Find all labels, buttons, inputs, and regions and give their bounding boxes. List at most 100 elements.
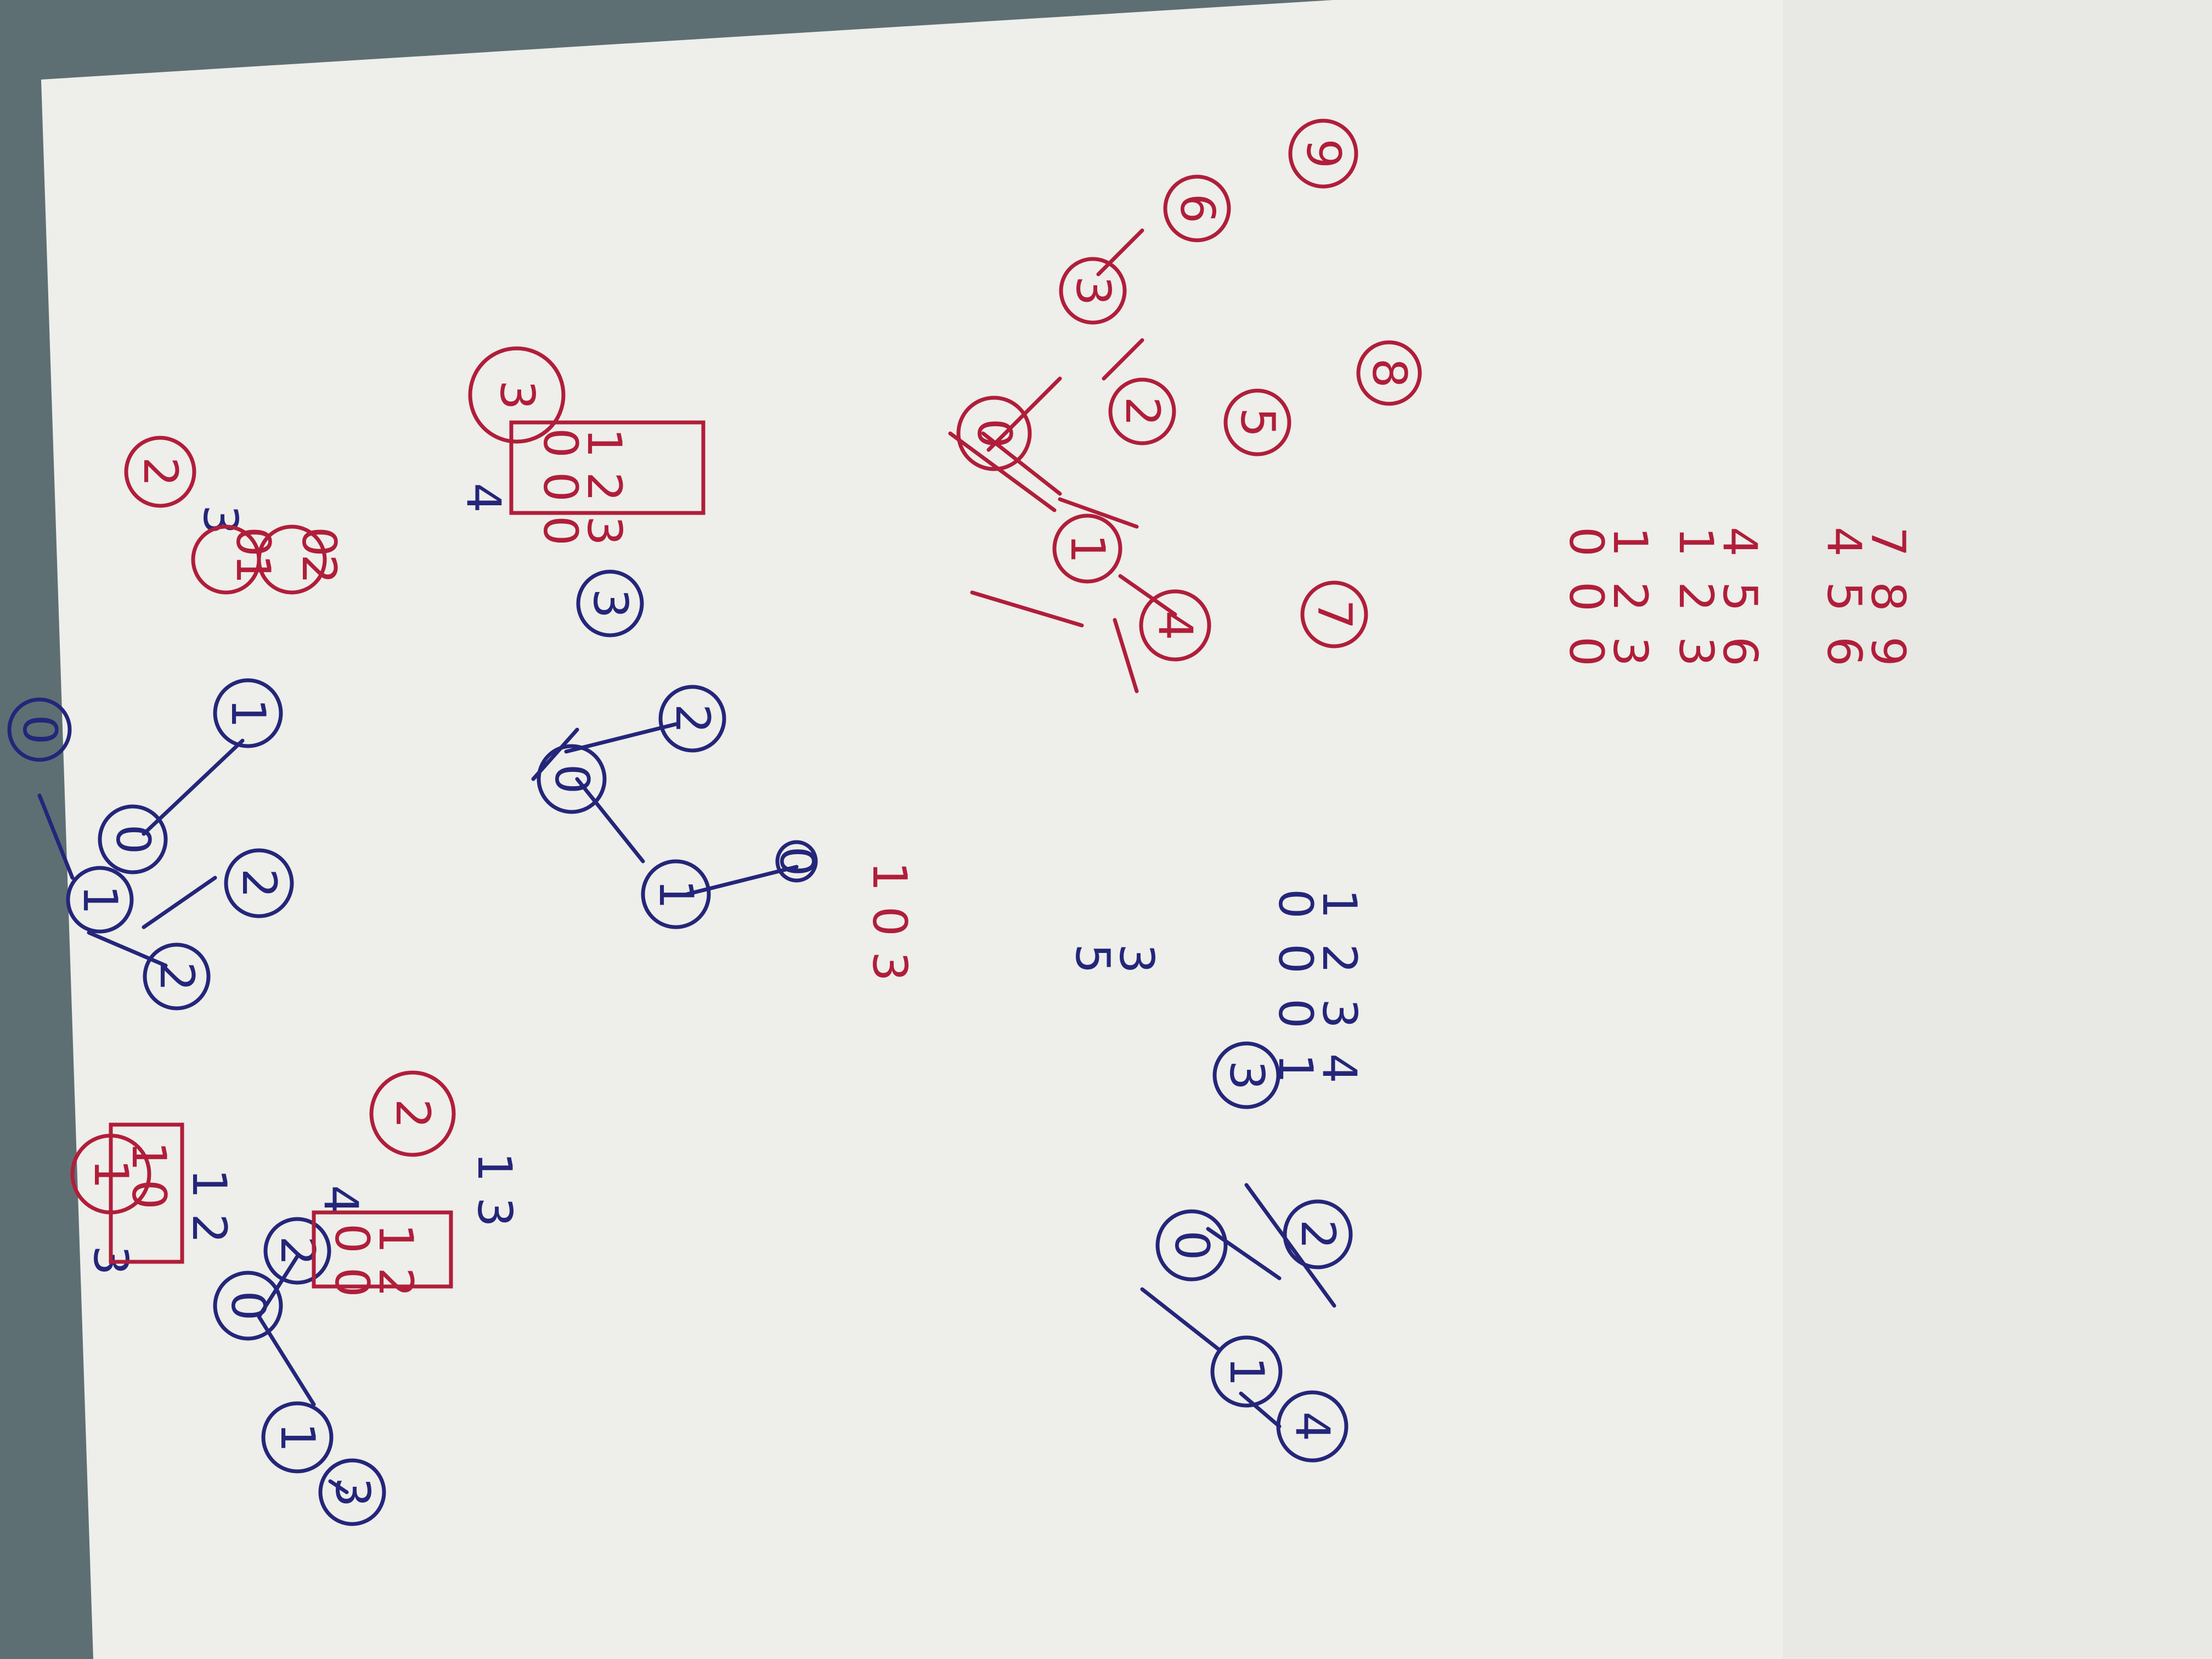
tree5-node-1 [261, 1401, 334, 1474]
tree1-r2-b: 2 [291, 554, 346, 584]
tree3-table-r1-b: 1 [1602, 527, 1657, 557]
tree2-node-2-label: 2 [665, 704, 720, 734]
tree5-node-3-label: 3 [325, 1477, 380, 1508]
tree6-table-r1-b: 1 [1312, 889, 1367, 919]
tree2-box-r1-a: 0 [533, 428, 588, 458]
tree3-node-3-label: 3 [1065, 276, 1120, 306]
tree2-node-3-label: 3 [583, 589, 637, 619]
tree6-node-0 [1155, 1209, 1228, 1282]
tree4-diagram: 0 1 2 3 1 0 1 1 2 [7, 697, 236, 1276]
tree3-node-2 [1108, 377, 1176, 445]
tree1-r2-a: 0 [291, 527, 346, 557]
tree2-node-1-label: 1 [648, 879, 703, 910]
tree6-node-1 [1210, 1335, 1283, 1408]
tree5-box-r2-b: 2 [368, 1267, 423, 1297]
tree3-table-r6-b: 6 [1712, 636, 1767, 667]
tree6-table-r3-b: 3 [1312, 998, 1367, 1029]
tree6-diagram: 0 1 2 3 4 5 3 0 1 0 2 0 3 1 4 [1065, 889, 1367, 1463]
tree2-box-r3-a: 0 [533, 516, 588, 546]
tree3-node-1-label: 1 [1060, 534, 1115, 564]
tree6-table-r1-a: 0 [1268, 889, 1323, 919]
tree2-diagram: 0 1 2 3 0 4 3 0 1 0 2 0 3 1 0 3 [456, 346, 917, 981]
tree5-diagram: 0 1 2 3 4 2 0 1 0 2 1 3 [213, 1070, 522, 1526]
tree1-node-0-label: 0 [105, 825, 160, 855]
tree2-boxed-pairs [509, 420, 706, 515]
tree4-node-1-label: 1 [72, 885, 127, 915]
tree3-table-r1-a: 0 [1559, 527, 1613, 557]
tree5-node-0-label: 0 [221, 1291, 275, 1321]
tree6-table-r3-a: 0 [1268, 998, 1323, 1029]
tree3-table-r6-a: 3 [1668, 636, 1723, 667]
tree6-node-1-label: 1 [1219, 1357, 1274, 1387]
tree5-node-0 [213, 1271, 283, 1341]
tree3-table-r7-a: 4 [1816, 527, 1871, 557]
tree6-node-2 [1283, 1199, 1353, 1269]
tree6-table-r4-b: 4 [1312, 1053, 1367, 1084]
tree3-node-8-label: 8 [1362, 358, 1417, 388]
tree1-note-top-circle [124, 436, 196, 508]
tree6-table: 0 1 0 2 0 3 1 4 [1268, 889, 1367, 1084]
tree3-node-4-label: 4 [1148, 611, 1203, 641]
tree6-note-b: 3 [1109, 944, 1164, 974]
tree3-node-1 [1052, 514, 1122, 584]
tree2-node-4-label: 0 [769, 847, 824, 877]
tree6-node-3 [1212, 1041, 1280, 1109]
tree3-node-9-label: 9 [1296, 139, 1351, 169]
tree2-note-extra: 1 0 3 [862, 861, 917, 981]
tree1-r2-circle [257, 524, 327, 595]
tree2-node-2 [658, 685, 726, 753]
tree4-note-extra: 1 2 [182, 1169, 236, 1244]
tree3-table-r2-a: 0 [1559, 582, 1613, 612]
tree3-node-7-label: 7 [1307, 600, 1362, 630]
tree3-table-r3-a: 0 [1559, 636, 1613, 667]
tree3-table-r9-a: 6 [1816, 636, 1871, 667]
tree2-node-3 [576, 569, 644, 637]
tree2-note-top: 3 [489, 380, 544, 410]
tree3-table-r2-b: 2 [1602, 582, 1657, 612]
tree3-diagram: 0 1 2 3 4 5 6 7 8 9 0 1 0 2 0 [948, 119, 1915, 693]
tree3-node-0-label: 0 [967, 419, 1022, 449]
tree3-table-r5-a: 2 [1668, 582, 1723, 612]
paper-shadow [1783, 0, 2212, 1659]
tree3-node-5 [1223, 388, 1291, 456]
tree5-boxed-pairs [312, 1210, 453, 1289]
tree1-node-2 [224, 848, 294, 918]
tree3-node-6 [1163, 174, 1231, 242]
tree6-table-r2-a: 0 [1268, 944, 1323, 974]
tree2-node-4 [775, 840, 818, 883]
tree3-node-7 [1300, 580, 1368, 648]
tree2-box-r1-b: 1 [577, 428, 631, 458]
tree4-node-2 [143, 943, 211, 1011]
tree3-node-2-label: 2 [1115, 397, 1170, 427]
tree5-node-2-label: 2 [270, 1236, 325, 1266]
tree6-node-0-label: 0 [1164, 1231, 1219, 1261]
tree3-edge-table: 0 1 0 2 0 3 1 4 2 5 3 6 4 7 5 8 6 9 [1559, 527, 1915, 667]
tree6-table-r2-b: 2 [1312, 944, 1367, 974]
tree2-box-r3-b: 3 [577, 516, 631, 546]
tree5-note-top: 2 [385, 1099, 440, 1129]
tree3-node-4 [1139, 589, 1211, 662]
tree2-note-a: 4 [456, 483, 511, 513]
tree2-node-1 [641, 859, 711, 929]
tree5-node-1-label: 1 [270, 1423, 325, 1453]
tree4-node-0-label: 0 [12, 715, 67, 745]
tree6-table-r4-a: 1 [1268, 1053, 1323, 1084]
tree3-table-r4-b: 4 [1712, 527, 1767, 557]
tree5-node-2 [263, 1217, 331, 1285]
tree3-table-r4-a: 1 [1668, 527, 1723, 557]
tree4-box-a: 0 [121, 1180, 176, 1210]
tree4-node-1 [66, 866, 134, 934]
tree3-table-r5-b: 5 [1712, 582, 1767, 612]
tree3-node-6-label: 6 [1170, 194, 1224, 224]
tree3-node-9 [1288, 119, 1358, 189]
tree2-node-0-label: 0 [544, 764, 599, 794]
tree1-node-1 [213, 678, 283, 748]
tree3-table-r3-b: 3 [1602, 636, 1657, 667]
tree5-box-r2-a: 0 [324, 1267, 379, 1297]
tree3-node-0 [956, 396, 1032, 471]
tree5-note-top-circle [369, 1070, 456, 1157]
tree3-table-r8-b: 8 [1860, 582, 1915, 612]
tree3-node-3 [1059, 257, 1127, 325]
tree1-node-2-label: 2 [232, 868, 286, 899]
tree6-note-a: 5 [1065, 944, 1120, 974]
